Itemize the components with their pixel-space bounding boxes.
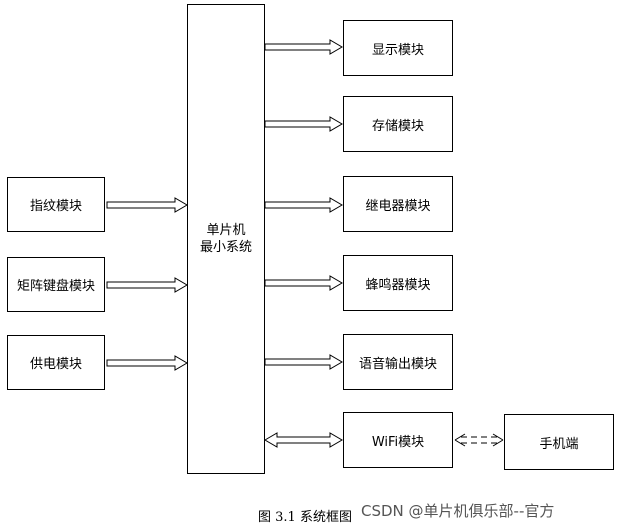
voice-output-module-label: 语音输出模块 [358,356,437,372]
storage-module-box: 存储模块 [343,96,453,152]
buzzer-module-box: 蜂鸣器模块 [343,255,453,311]
relay-module-box: 继电器模块 [343,176,453,232]
arrow-mcu-to-display [264,39,343,55]
arrow-fingerprint-to-mcu [106,197,188,213]
wifi-module-label: WiFi模块 [371,434,425,450]
arrow-wifi-phone-wireless [454,433,504,447]
power-module-box: 供电模块 [7,335,105,390]
storage-module-label: 存储模块 [371,118,424,134]
relay-module-label: 继电器模块 [365,198,431,214]
mcu-label-line2: 最小系统 [199,240,252,255]
csdn-watermark: CSDN @单片机俱乐部--官方 [361,502,555,520]
display-module-box: 显示模块 [343,20,453,76]
arrow-mcu-to-relay [264,197,343,213]
phone-label: 手机端 [539,436,579,452]
keypad-module-box: 矩阵键盘模块 [7,257,105,312]
power-module-label: 供电模块 [29,357,82,372]
phone-box: 手机端 [504,414,614,470]
figure-caption: 图 3.1 系统框图 [258,510,352,525]
mcu-label-line1: 单片机 [206,223,246,238]
arrow-mcu-to-voice [264,354,343,370]
buzzer-module-label: 蜂鸣器模块 [365,277,431,293]
keypad-module-label: 矩阵键盘模块 [16,279,95,294]
arrow-power-to-mcu [106,355,188,371]
arrow-keypad-to-mcu [106,277,188,293]
arrow-mcu-to-buzzer [264,275,343,291]
fingerprint-module-label: 指纹模块 [29,199,82,214]
arrow-mcu-to-storage [264,116,343,132]
wifi-module-box: WiFi模块 [343,412,453,468]
voice-output-module-box: 语音输出模块 [343,334,453,390]
arrow-mcu-wifi-bidirectional [264,432,343,448]
fingerprint-module-box: 指纹模块 [7,177,105,232]
mcu-box: 单片机 最小系统 [187,4,265,474]
display-module-label: 显示模块 [371,42,424,58]
